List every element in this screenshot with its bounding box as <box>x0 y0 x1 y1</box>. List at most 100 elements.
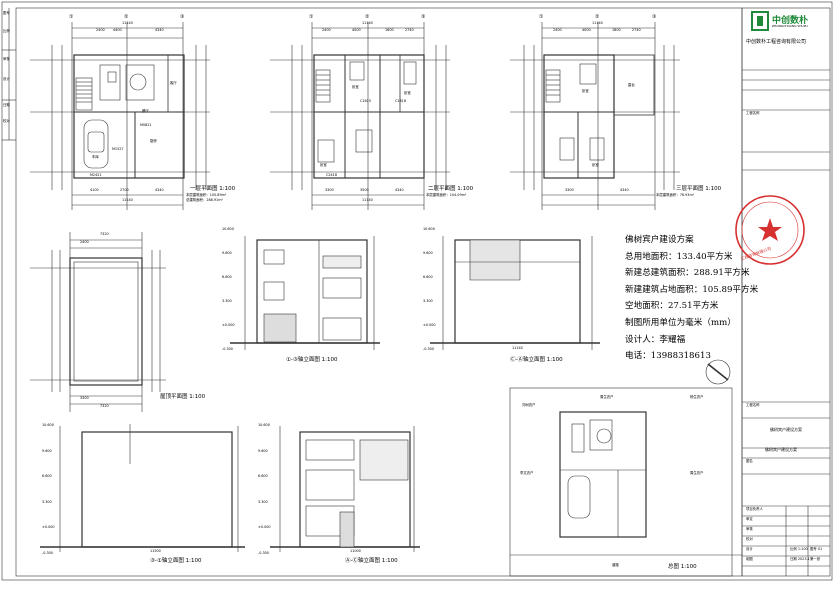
level-mark: 10.600 <box>258 423 270 427</box>
left-strip-label: 比例 <box>3 29 10 33</box>
axis-2: ② <box>595 14 600 20</box>
right-elevation-title: Ⓐ-Ⓒ轴立面图 1:100 <box>345 558 398 564</box>
level-mark: ±0.000 <box>42 525 55 530</box>
side-elevation <box>430 236 600 350</box>
company-logo-sub: ZHONGCHUANG SHUPU <box>772 24 808 28</box>
third-floor-plan <box>510 22 680 210</box>
note-line: 设计人：李耀福 <box>625 334 686 345</box>
level-mark: 3.300 <box>42 499 52 504</box>
project-label: 工程名称 <box>746 403 760 407</box>
dim: 7320 <box>100 232 109 236</box>
neighbor-label: 周生农户 <box>690 471 704 475</box>
level-mark: ±0.000 <box>423 323 436 327</box>
dim: 7320 <box>100 404 109 408</box>
note-line: 总用地面积：133.40平方米 <box>625 251 733 262</box>
title-block-footer-item: 图号 01 <box>810 547 823 551</box>
dim: 2400 <box>553 28 562 32</box>
level-mark: -0.300 <box>42 551 53 555</box>
dim: 4340 <box>155 28 164 32</box>
title-block-row: 审核 <box>746 527 753 531</box>
note-line: 佛树宾户建设方案 <box>625 235 694 245</box>
dim: 3300 <box>325 188 334 192</box>
sheet-label: 图名 <box>746 459 753 463</box>
dim: 11140 <box>362 21 373 25</box>
axis-3: ③ <box>180 14 185 20</box>
level-mark: 9.600 <box>222 251 232 255</box>
company-logo-text: 中创数朴 <box>772 16 809 26</box>
level-mark: 9.600 <box>423 251 433 255</box>
site-plan <box>509 387 742 577</box>
site-plan-title: 总图 1:100 <box>668 564 697 570</box>
dim: 1800 <box>612 28 621 32</box>
first-floor-area-2: 总建筑面积：288.91m² <box>186 198 223 202</box>
road-label: 道路 <box>612 563 619 567</box>
neighbor-label: 杨生农户 <box>690 395 704 399</box>
roof-plan <box>30 232 166 412</box>
dim: 11140 <box>122 21 133 25</box>
dim: 4340 <box>155 188 164 192</box>
company-logo-icon <box>751 11 769 31</box>
dim: 2400 <box>80 240 89 244</box>
room-label: 客厅 <box>170 81 177 85</box>
third-floor-area: 本层建筑面积：78.93m² <box>656 193 695 197</box>
left-strip-label: 校对 <box>3 119 10 123</box>
dim: 4100 <box>90 188 99 192</box>
axis-1: ① <box>309 14 314 20</box>
dim: 11140 <box>592 21 603 25</box>
level-mark: -0.300 <box>423 347 434 351</box>
title-block-footer-item: 第一张 <box>810 557 821 561</box>
back-elevation-title: ③-①轴立面图 1:100 <box>150 558 202 564</box>
neighbor-label: 刘树农户 <box>522 403 536 407</box>
project-label: 工程名称 <box>746 111 760 115</box>
dim: 11500 <box>150 549 161 553</box>
dim: 4000 <box>352 28 361 32</box>
level-mark: 3.300 <box>222 299 232 303</box>
left-strip-label: 审核 <box>3 57 10 61</box>
sheet-value: 佛树宾户建设方案 <box>765 447 797 452</box>
level-mark: 9.600 <box>42 448 52 453</box>
dim: 11140 <box>122 198 133 202</box>
left-strip-label: 设计 <box>3 77 10 81</box>
side-elevation-title: Ⓒ-Ⓐ轴立面图 1:100 <box>510 357 563 363</box>
level-mark: 3.300 <box>423 299 433 303</box>
level-mark: ±0.000 <box>222 323 235 327</box>
left-strip-label: 日期 <box>3 103 10 107</box>
project-notes: 佛树宾户建设方案总用地面积：133.40平方米新建总建筑面积：288.91平方米… <box>625 232 758 365</box>
door-label: M0821 <box>140 123 152 127</box>
room-label: 卧室 <box>352 85 359 89</box>
door-label: M2421 <box>90 173 102 177</box>
room-label: 厨房 <box>150 139 157 143</box>
axis-3: ③ <box>652 14 657 20</box>
dim: 3500 <box>360 188 369 192</box>
level-mark: 9.600 <box>258 448 268 453</box>
dim: 2740 <box>405 28 414 32</box>
neighbor-label: 周生农户 <box>600 395 614 399</box>
dim: 3300 <box>80 396 89 400</box>
dim: 2700 <box>120 188 129 192</box>
note-line: 空地面积：27.51平方米 <box>625 301 719 312</box>
title-block-row: 设计 <box>746 547 753 551</box>
roof-plan-title: 屋顶平面图 1:100 <box>160 394 206 400</box>
first-floor-area-1: 本层建筑面积：105.89m² <box>186 193 227 197</box>
room-label: 卧室 <box>592 163 599 167</box>
room-label: 露台 <box>628 83 635 87</box>
first-floor-title: 一层平面图 1:100 <box>190 186 236 192</box>
axis-2: ② <box>124 14 129 20</box>
note-line: 新建总建筑面积：288.91平方米 <box>625 268 750 279</box>
second-floor-title: 二层平面图 1:100 <box>428 186 474 192</box>
dim: 4400 <box>113 28 122 32</box>
level-mark: 6.600 <box>258 474 268 479</box>
second-floor-plan <box>270 22 450 210</box>
title-block-row: 制图 <box>746 557 753 561</box>
project-value: 佛树宾户建设方案 <box>770 427 802 432</box>
level-mark: 6.600 <box>423 275 433 279</box>
window-label: C1818 <box>395 99 406 103</box>
door-label: M1527 <box>112 147 124 151</box>
note-line: 制图所用单位为毫米（mm） <box>625 317 736 328</box>
back-elevation <box>40 424 245 552</box>
level-mark: -0.300 <box>258 551 269 555</box>
title-block-row: 项目负责人 <box>746 507 763 511</box>
note-line: 电话：13988318613 <box>625 351 711 362</box>
